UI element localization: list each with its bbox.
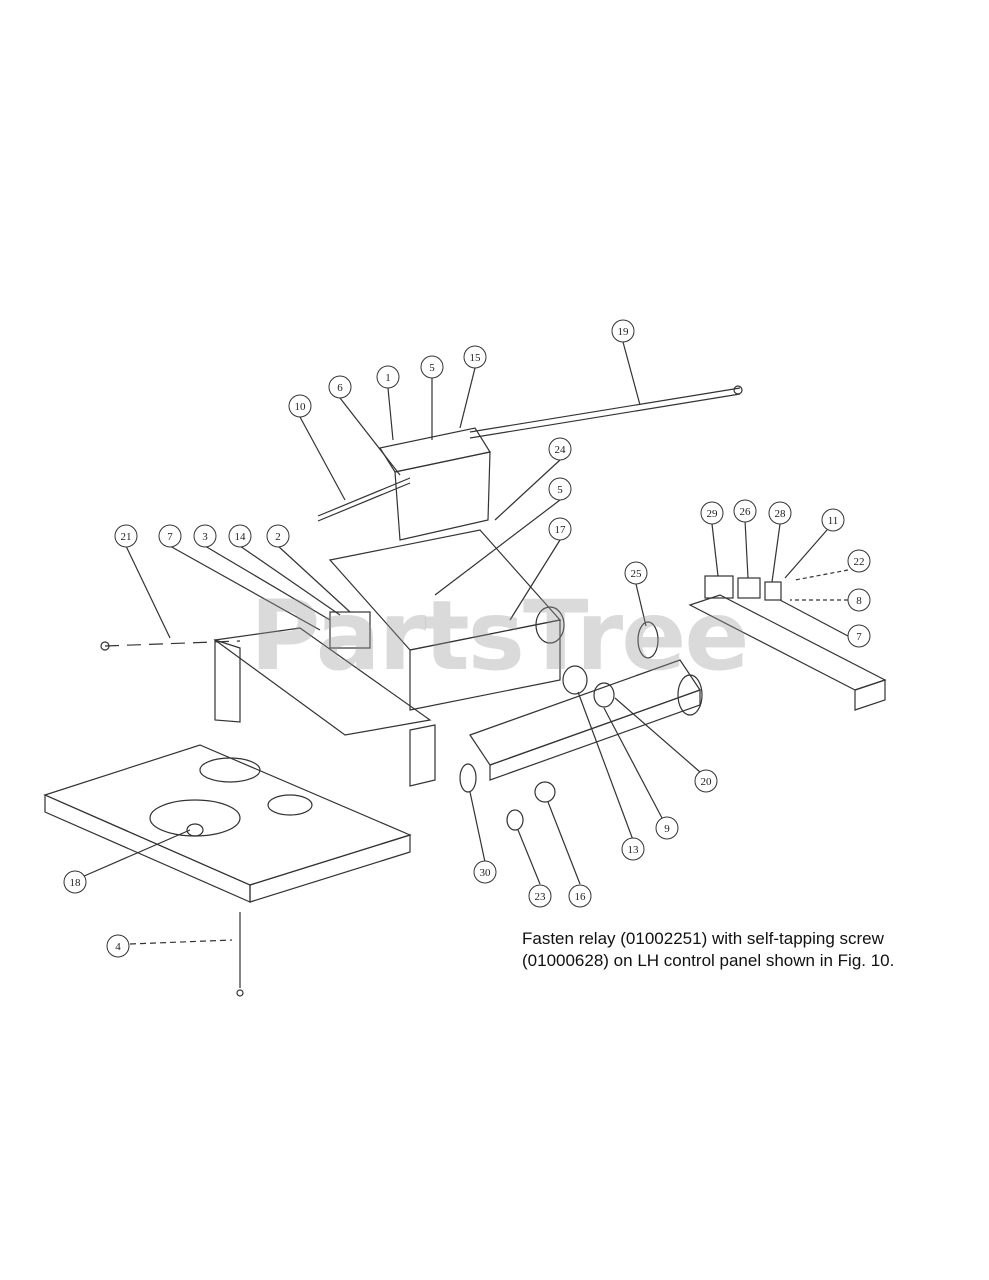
svg-text:26: 26 bbox=[740, 506, 752, 518]
diagram-linework bbox=[43, 341, 887, 997]
assembly-note: Fasten relay (01002251) with self-tappin… bbox=[522, 928, 942, 972]
callout-5-mid: 5 bbox=[548, 477, 572, 501]
svg-text:5: 5 bbox=[557, 484, 563, 496]
callout-16: 16 bbox=[568, 884, 592, 908]
assembly-note-line-1: Fasten relay (01002251) with self-tappin… bbox=[522, 929, 884, 948]
svg-text:7: 7 bbox=[167, 531, 173, 543]
svg-text:29: 29 bbox=[707, 508, 719, 520]
callout-markers: 19 15 5 1 6 10 24 5 17 21 7 3 14 2 29 26… bbox=[63, 319, 871, 958]
callout-7-right: 7 bbox=[847, 624, 871, 648]
svg-text:4: 4 bbox=[115, 941, 121, 953]
callout-6: 6 bbox=[328, 375, 352, 399]
callout-2: 2 bbox=[266, 524, 290, 548]
callout-8: 8 bbox=[847, 588, 871, 612]
svg-text:9: 9 bbox=[664, 823, 670, 835]
callout-13: 13 bbox=[621, 837, 645, 861]
svg-text:10: 10 bbox=[295, 401, 307, 413]
svg-text:21: 21 bbox=[121, 531, 132, 543]
svg-text:2: 2 bbox=[275, 531, 281, 543]
callout-15: 15 bbox=[463, 345, 487, 369]
svg-text:1: 1 bbox=[385, 372, 391, 384]
callout-18: 18 bbox=[63, 870, 87, 894]
callout-25: 25 bbox=[624, 561, 648, 585]
svg-text:8: 8 bbox=[856, 595, 862, 607]
svg-text:23: 23 bbox=[535, 891, 547, 903]
callout-30: 30 bbox=[473, 860, 497, 884]
svg-text:25: 25 bbox=[631, 568, 643, 580]
callout-19: 19 bbox=[611, 319, 635, 343]
callout-28: 28 bbox=[768, 501, 792, 525]
callout-29: 29 bbox=[700, 501, 724, 525]
callout-23: 23 bbox=[528, 884, 552, 908]
svg-text:15: 15 bbox=[470, 352, 482, 364]
callout-26: 26 bbox=[733, 499, 757, 523]
svg-text:30: 30 bbox=[480, 867, 492, 879]
callout-11: 11 bbox=[821, 508, 845, 532]
callout-1: 1 bbox=[376, 365, 400, 389]
callout-21: 21 bbox=[114, 524, 138, 548]
svg-text:3: 3 bbox=[202, 531, 208, 543]
svg-text:6: 6 bbox=[337, 382, 343, 394]
svg-text:20: 20 bbox=[701, 776, 713, 788]
assembly-note-line-2: (01000628) on LH control panel shown in … bbox=[522, 951, 895, 970]
callout-24: 24 bbox=[548, 437, 572, 461]
svg-text:16: 16 bbox=[575, 891, 587, 903]
callout-4: 4 bbox=[106, 934, 130, 958]
svg-text:19: 19 bbox=[618, 326, 630, 338]
svg-text:22: 22 bbox=[854, 556, 865, 568]
callout-17: 17 bbox=[548, 517, 572, 541]
callout-5-top: 5 bbox=[420, 355, 444, 379]
callout-14: 14 bbox=[228, 524, 252, 548]
callout-22: 22 bbox=[847, 549, 871, 573]
svg-text:14: 14 bbox=[235, 531, 247, 543]
callout-3: 3 bbox=[193, 524, 217, 548]
svg-text:5: 5 bbox=[429, 362, 435, 374]
callout-20: 20 bbox=[694, 769, 718, 793]
svg-text:7: 7 bbox=[856, 631, 862, 643]
svg-text:13: 13 bbox=[628, 844, 640, 856]
svg-text:18: 18 bbox=[70, 877, 82, 889]
svg-text:28: 28 bbox=[775, 508, 787, 520]
svg-text:17: 17 bbox=[555, 524, 567, 536]
callout-9: 9 bbox=[655, 816, 679, 840]
callout-10: 10 bbox=[288, 394, 312, 418]
callout-7-left: 7 bbox=[158, 524, 182, 548]
svg-text:24: 24 bbox=[555, 444, 567, 456]
svg-text:11: 11 bbox=[828, 515, 839, 527]
